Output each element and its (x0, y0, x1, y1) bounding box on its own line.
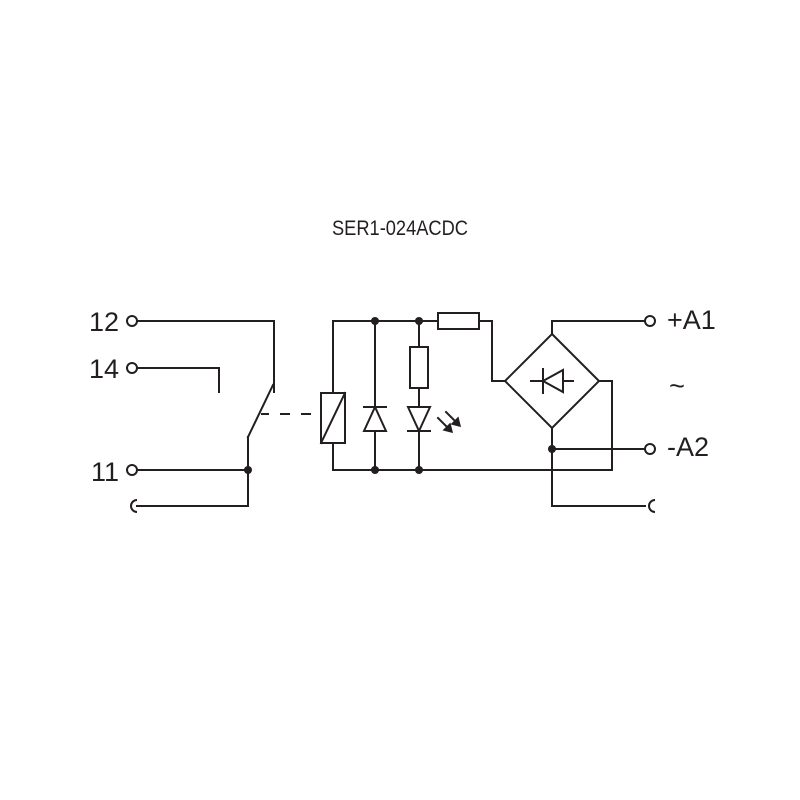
rectifier-section: +A1 -A2 ~ (503, 305, 716, 513)
terminal-a2[interactable] (644, 443, 656, 455)
terminal-14[interactable] (126, 362, 138, 374)
junction-dot-bottom-led (415, 466, 423, 474)
junction-dot-a2 (548, 445, 556, 453)
terminal-12[interactable] (126, 315, 138, 327)
terminal-a1[interactable] (644, 315, 656, 327)
series-resistor-icon (437, 312, 480, 330)
terminal-label-12: 12 (89, 307, 119, 337)
wire-a2 (551, 427, 646, 507)
terminal-11[interactable] (126, 464, 138, 476)
diagram-title: SER1-024ACDC (332, 217, 468, 240)
bridge-diode-icon (540, 368, 564, 394)
ac-dc-symbol: ~ (669, 371, 685, 401)
contact-section: 12 14 11 (89, 307, 311, 513)
terminal-label-14: 14 (89, 354, 119, 384)
led-icon (406, 406, 432, 434)
bridge-rectifier-icon (503, 332, 601, 430)
led-resistor-icon (409, 346, 429, 389)
socket-right-icon[interactable] (648, 499, 656, 513)
terminal-label-a1: +A1 (667, 305, 716, 335)
terminal-label-11: 11 (91, 457, 119, 487)
junction-dot-top-led (415, 317, 423, 325)
wire-bridge-right (598, 380, 613, 471)
socket-left-icon[interactable] (130, 499, 138, 513)
wire-resistor-to-bridge (478, 320, 506, 382)
freewheel-diode-icon (362, 404, 388, 432)
junction-dot-11 (244, 466, 252, 474)
relay-coil-icon (320, 392, 346, 444)
bridge-diode-bar (530, 368, 574, 394)
wire-terminal-12 (136, 320, 275, 393)
wire-terminal-14 (136, 367, 220, 393)
coil-section (319, 312, 613, 474)
coil-diagonal (319, 391, 347, 445)
switch-blade (246, 383, 275, 439)
light-emission-icon (436, 410, 462, 434)
junction-dot-top-diode (371, 317, 379, 325)
wire-a1 (551, 320, 646, 335)
junction-dot-bottom-diode (371, 466, 379, 474)
terminal-label-a2: -A2 (667, 432, 709, 462)
